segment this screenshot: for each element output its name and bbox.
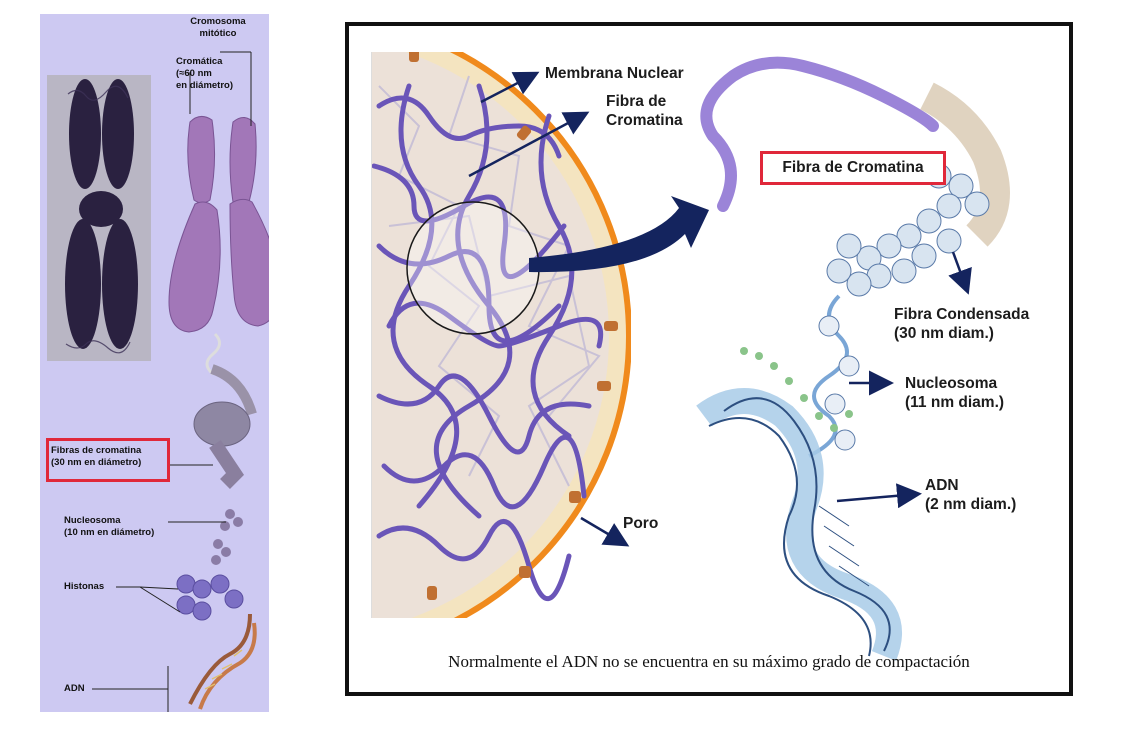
supercoil xyxy=(210,364,257,416)
label-cromosoma-mitotico: Cromosoma mitótico xyxy=(190,16,246,39)
histone-spheres xyxy=(176,574,244,621)
cell-nucleus xyxy=(371,52,631,618)
big-arrow xyxy=(529,196,709,273)
label-cromatica: Cromática (≈60 nm en diámetro) xyxy=(176,56,234,91)
highlight-box-fibras-cromatina xyxy=(46,438,170,482)
label-nucleosoma-right: Nucleosoma (11 nm diam.) xyxy=(905,375,1005,411)
label-membrana-nuclear: Membrana Nuclear xyxy=(545,65,684,82)
magnifier-circle xyxy=(406,201,540,335)
dna-helix-ribbon xyxy=(696,388,902,661)
left-diagram-art xyxy=(47,51,269,712)
nucleosome-cores xyxy=(818,315,860,451)
label-fibra-de-cromatina-nucleo: Fibra de Cromatina xyxy=(606,93,683,129)
nucleosome-beads xyxy=(211,509,243,565)
histone-dots xyxy=(740,347,853,432)
label-histonas: Histonas xyxy=(64,581,105,592)
left-diagram-panel: Cromosoma mitótico Cromática (≈60 nm en … xyxy=(40,14,269,712)
mitotic-chromosome xyxy=(168,116,269,333)
right-diagram-art xyxy=(371,52,1010,661)
label-fibra-condensada: Fibra Condensada (30 nm diam.) xyxy=(894,306,1030,342)
chromatin-fiber-strand xyxy=(700,56,939,212)
label-adn-left: ADN xyxy=(64,683,85,694)
condensed-fiber-beads xyxy=(826,163,990,297)
label-fibra-de-cromatina: Fibra de Cromatina xyxy=(782,159,924,176)
micrograph-chromosome xyxy=(65,79,138,349)
right-diagram-frame: Membrana Nuclear Fibra de Cromatina Fibr… xyxy=(345,22,1073,696)
coiled-fiber xyxy=(193,401,251,447)
condensed-coil xyxy=(919,82,1010,247)
label-poro: Poro xyxy=(623,515,659,532)
highlight-box-fibra-de-cromatina: Fibra de Cromatina xyxy=(760,151,946,185)
label-fibras-de-cromatina: Fibras de cromatina (30 nm en diámetro) xyxy=(51,445,142,468)
dna-double-helix xyxy=(188,613,257,710)
label-adn-right: ADN (2 nm diam.) xyxy=(925,477,1017,513)
nuclear-pores xyxy=(409,52,618,600)
label-nucleosoma-left: Nucleosoma (10 nm en diámetro) xyxy=(64,515,155,538)
label-arrows xyxy=(468,71,972,547)
figure-caption: Normalmente el ADN no se encuentra en su… xyxy=(448,652,970,671)
chromatin-fiber-30nm xyxy=(209,440,245,489)
